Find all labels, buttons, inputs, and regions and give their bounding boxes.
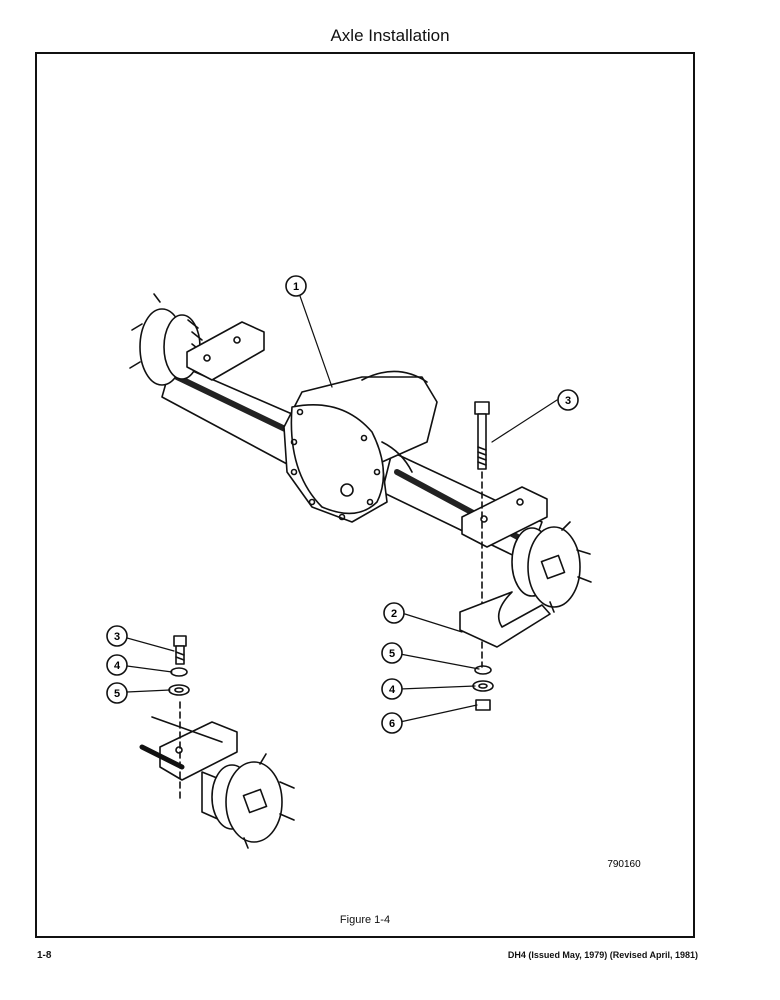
callout-3-right-label: 3 bbox=[565, 395, 571, 407]
callout-3-right: 3 bbox=[557, 389, 579, 411]
callout-1: 1 bbox=[285, 275, 307, 297]
callout-1-label: 1 bbox=[293, 281, 299, 293]
callout-5-left-label: 5 bbox=[114, 688, 120, 700]
callout-4-right: 4 bbox=[381, 678, 403, 700]
callout-6-label: 6 bbox=[389, 718, 395, 730]
callout-5-right-label: 5 bbox=[389, 648, 395, 660]
differential-housing bbox=[283, 370, 438, 523]
callout-5-right: 5 bbox=[381, 642, 403, 664]
right-hub bbox=[511, 521, 592, 613]
right-spring-seat bbox=[461, 486, 548, 548]
document-revision-info: DH4 (Issued May, 1979) (Revised April, 1… bbox=[507, 950, 698, 960]
figure-code: 790160 bbox=[607, 859, 641, 870]
callout-5-left: 5 bbox=[106, 682, 128, 704]
figure-caption: Figure 1-4 bbox=[339, 914, 391, 926]
callout-2: 2 bbox=[383, 602, 405, 624]
page-number: 1-8 bbox=[37, 950, 52, 961]
leader-lines bbox=[126, 295, 558, 723]
page-title: Axle Installation bbox=[330, 26, 450, 45]
callout-4-right-label: 4 bbox=[389, 684, 396, 696]
callout-4-left: 4 bbox=[106, 654, 128, 676]
axle-illustration: 1 3 2 5 4 6 3 bbox=[106, 275, 641, 870]
right-hardware bbox=[459, 401, 551, 711]
left-hub bbox=[129, 293, 203, 386]
figure-frame: 1 3 2 5 4 6 3 bbox=[35, 52, 695, 938]
left-spring-seat bbox=[186, 321, 265, 381]
left-detail-seat bbox=[139, 701, 295, 849]
callout-4-left-label: 4 bbox=[114, 660, 121, 672]
callout-3-left-label: 3 bbox=[114, 631, 120, 643]
callout-6: 6 bbox=[381, 712, 403, 734]
callout-2-label: 2 bbox=[391, 608, 397, 620]
left-hardware bbox=[168, 635, 190, 696]
callout-3-left: 3 bbox=[106, 625, 128, 647]
